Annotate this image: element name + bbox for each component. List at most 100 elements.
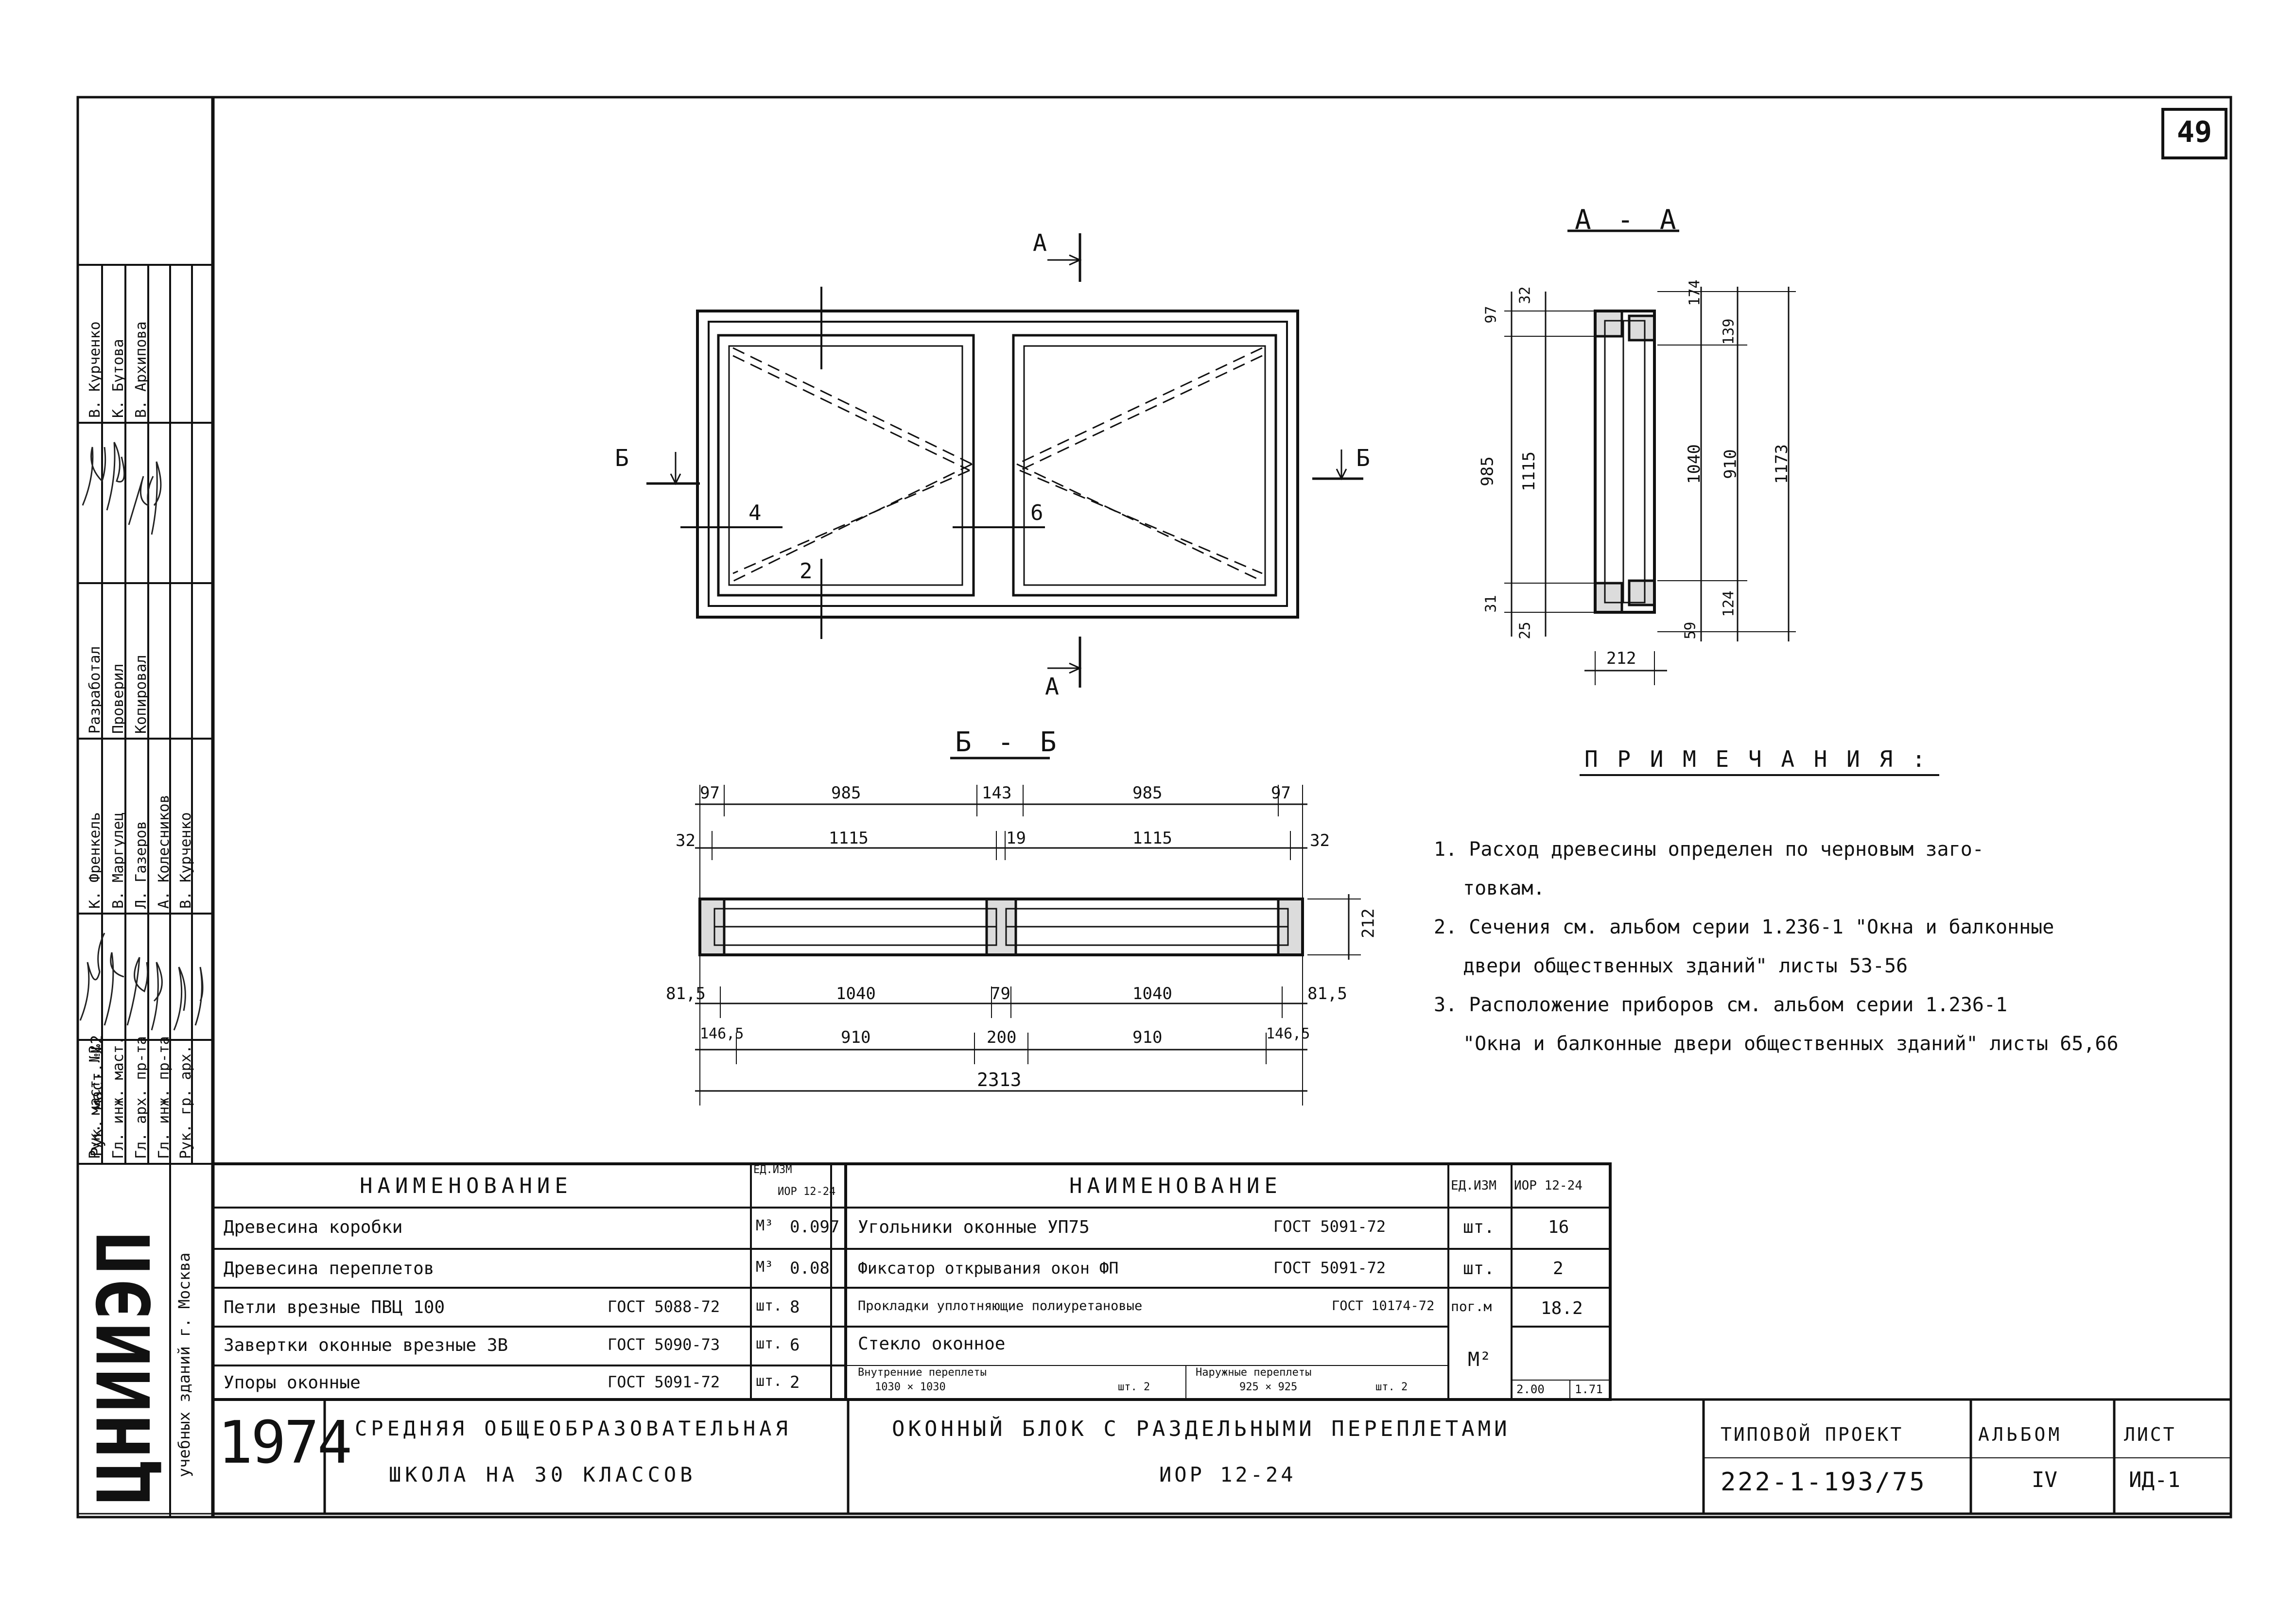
- org-logo-text: ЦНИИЭП: [83, 1229, 167, 1504]
- spec-left-row-0-name: Древесина коробки: [224, 1217, 403, 1237]
- spec-table-grid: [211, 1162, 1612, 1401]
- spec-left-row-4-unit: шт.: [756, 1373, 783, 1390]
- glass-name: Стекло оконное: [858, 1334, 1006, 1354]
- spec-right-row-2-qty: 18.2: [1541, 1298, 1583, 1318]
- spec-right-row-0-name: Угольники оконные УП75: [858, 1217, 1090, 1237]
- dim-aa-985: 985: [1478, 456, 1497, 486]
- dim-aa-910: 910: [1721, 449, 1740, 479]
- dim-bb-r1-2: 143: [982, 783, 1012, 803]
- spec-left-row-2-name: Петли врезные ПВЦ 100: [224, 1297, 445, 1317]
- spec-left-row-0-qty: 0.097: [790, 1217, 840, 1237]
- dim-aa-31: 31: [1482, 595, 1500, 613]
- object-line-2: ШКОЛА НА 30 КЛАССОВ: [389, 1463, 696, 1486]
- note-line-3: 2. Сечения см. альбом серии 1.236-1 "Окн…: [1434, 916, 2054, 938]
- glass-outer-size: 925 × 925: [1239, 1381, 1298, 1393]
- cut-label-b-right: Б: [1356, 445, 1370, 472]
- spec-right-row-1-name: Фиксатор открывания окон ФП: [858, 1259, 1119, 1278]
- glass-qty-b: 1.71: [1575, 1382, 1603, 1396]
- stamp-role2-1: Проверил: [110, 663, 127, 734]
- object-line-1: СРЕДНЯЯ ОБЩЕОБРАЗОВАТЕЛЬНАЯ: [355, 1417, 792, 1440]
- dim-bb-r2-1: 1115: [829, 829, 869, 848]
- spec-left-row-4-qty: 2: [790, 1373, 800, 1392]
- spec-left-row-3-gost: ГОСТ 5090-73: [608, 1335, 720, 1354]
- stamp-name2-0: В. Курченко: [87, 321, 104, 418]
- drawing-title-line-2: ИОР 12-24: [1159, 1463, 1296, 1486]
- spec-header-name-right: НАИМЕНОВАНИЕ: [1069, 1174, 1282, 1198]
- dim-bb-r2-2: 19: [1006, 829, 1026, 848]
- spec-right-row-1-qty: 2: [1553, 1259, 1564, 1279]
- spec-right-row-1-gost: ГОСТ 5091-72: [1273, 1259, 1386, 1277]
- glass-qty-a: 2.00: [1516, 1382, 1545, 1396]
- dim-aa-1173: 1173: [1772, 444, 1792, 484]
- stamp-role-4: Рук. гр. арх.: [177, 1045, 194, 1159]
- dim-aa-59: 59: [1682, 622, 1699, 639]
- dim-bb-r4-1: 910: [841, 1028, 871, 1047]
- spec-left-row-1-unit: М³: [756, 1259, 774, 1276]
- glass-outer-count: шт. 2: [1375, 1381, 1408, 1393]
- stamp-role-2: Гл. арх. пр-та: [133, 1036, 150, 1159]
- notes-title: П Р И М Е Ч А Н И Я :: [1584, 746, 1929, 772]
- stamp-name2-1: К. Бутова: [110, 339, 127, 418]
- title-block-grid: [213, 1398, 2231, 1515]
- section-aa-title: А - А: [1575, 204, 1681, 236]
- note-line-2: товкам.: [1463, 877, 1545, 899]
- spec-left-row-3-unit: шт.: [756, 1335, 783, 1352]
- cut-label-a-top: А: [1033, 229, 1047, 257]
- year: 1974: [218, 1409, 352, 1477]
- spec-right-row-0-gost: ГОСТ 5091-72: [1273, 1217, 1386, 1236]
- dim-bb-r1-3: 985: [1132, 783, 1163, 803]
- dim-bb-r1-4: 97: [1271, 783, 1291, 803]
- dim-bb-r3-4: 81,5: [1307, 984, 1347, 1003]
- spec-right-row-1-unit: шт.: [1463, 1259, 1495, 1279]
- spec-left-row-3-name: Завертки оконные врезные ЗВ: [224, 1335, 508, 1355]
- sheet-value: ИД-1: [2129, 1468, 2180, 1492]
- glass-unit: М²: [1468, 1348, 1492, 1371]
- spec-header-name-left: НАИМЕНОВАНИЕ: [360, 1174, 573, 1198]
- project-value: 222-1-193/75: [1721, 1468, 1927, 1497]
- drawing-title-line-1: ОКОННЫЙ БЛОК С РАЗДЕЛЬНЫМИ ПЕРЕПЛЕТАМИ: [892, 1417, 1511, 1441]
- note-line-4: двери общественных зданий" листы 53-56: [1463, 955, 1908, 977]
- spec-right-row-0-unit: шт.: [1463, 1217, 1495, 1237]
- section-aa-drawing: [1504, 229, 1796, 685]
- spec-left-row-2-unit: шт.: [756, 1297, 783, 1314]
- stamp-role-1b: Гл. инж. маст.: [110, 1036, 127, 1159]
- spec-right-row-0-qty: 16: [1548, 1217, 1569, 1237]
- section-bb-title: Б - Б: [955, 726, 1061, 758]
- glass-outer-label: Наружные переплеты: [1196, 1366, 1312, 1379]
- glass-inner-size: 1030 × 1030: [875, 1381, 946, 1393]
- dim-bb-r4-4: 146,5: [1266, 1025, 1310, 1042]
- stamp-role2-2: Копировал: [133, 655, 150, 734]
- spec-header-qty-left-label: ИОР 12-24: [778, 1186, 836, 1198]
- stamp-name-3: А. Колесников: [156, 795, 173, 909]
- spec-left-row-4-gost: ГОСТ 5091-72: [608, 1373, 720, 1391]
- spec-left-row-2-gost: ГОСТ 5088-72: [608, 1297, 720, 1316]
- dim-aa-32: 32: [1516, 286, 1534, 304]
- spec-left-row-0-unit: М³: [756, 1217, 774, 1234]
- dim-bb-r3-0: 81,5: [666, 984, 706, 1003]
- sheet-number: 49: [2176, 115, 2212, 149]
- stamp-name2-2: В. Архипова: [133, 321, 150, 418]
- dim-bb-r4-2: 200: [987, 1028, 1017, 1047]
- album-label: АЛЬБОМ: [1978, 1424, 2063, 1445]
- sheet-label: ЛИСТ: [2124, 1424, 2176, 1445]
- dim-aa-25: 25: [1516, 622, 1534, 639]
- dim-bb-r2-4: 32: [1310, 831, 1330, 850]
- dim-aa-124: 124: [1720, 590, 1738, 617]
- note-line-1: 1. Расход древесины определен по черновы…: [1434, 838, 1984, 861]
- cut-label-b-left: Б: [615, 445, 629, 472]
- spec-header-qty-right: ИОР 12-24: [1514, 1178, 1583, 1193]
- sash-label-4: 4: [748, 501, 762, 525]
- stamp-role-3: Гл. инж. пр-та: [156, 1036, 173, 1159]
- sash-label-6: 6: [1030, 501, 1044, 525]
- sheet-outer-frame: [76, 96, 2232, 1519]
- project-label: ТИПОВОЙ ПРОЕКТ: [1721, 1424, 1904, 1445]
- spec-right-row-2-unit: пог.м: [1451, 1298, 1492, 1314]
- dim-aa-1115: 1115: [1519, 451, 1539, 491]
- dim-bb-r3-2: 79: [991, 984, 1010, 1003]
- signature-scribbles: [79, 442, 204, 1031]
- sash-label-2: 2: [800, 559, 813, 584]
- dim-bb-height: 212: [1358, 908, 1378, 938]
- dim-bb-r1-0: 97: [700, 783, 720, 803]
- spec-right-row-2-gost: ГОСТ 10174-72: [1332, 1298, 1435, 1313]
